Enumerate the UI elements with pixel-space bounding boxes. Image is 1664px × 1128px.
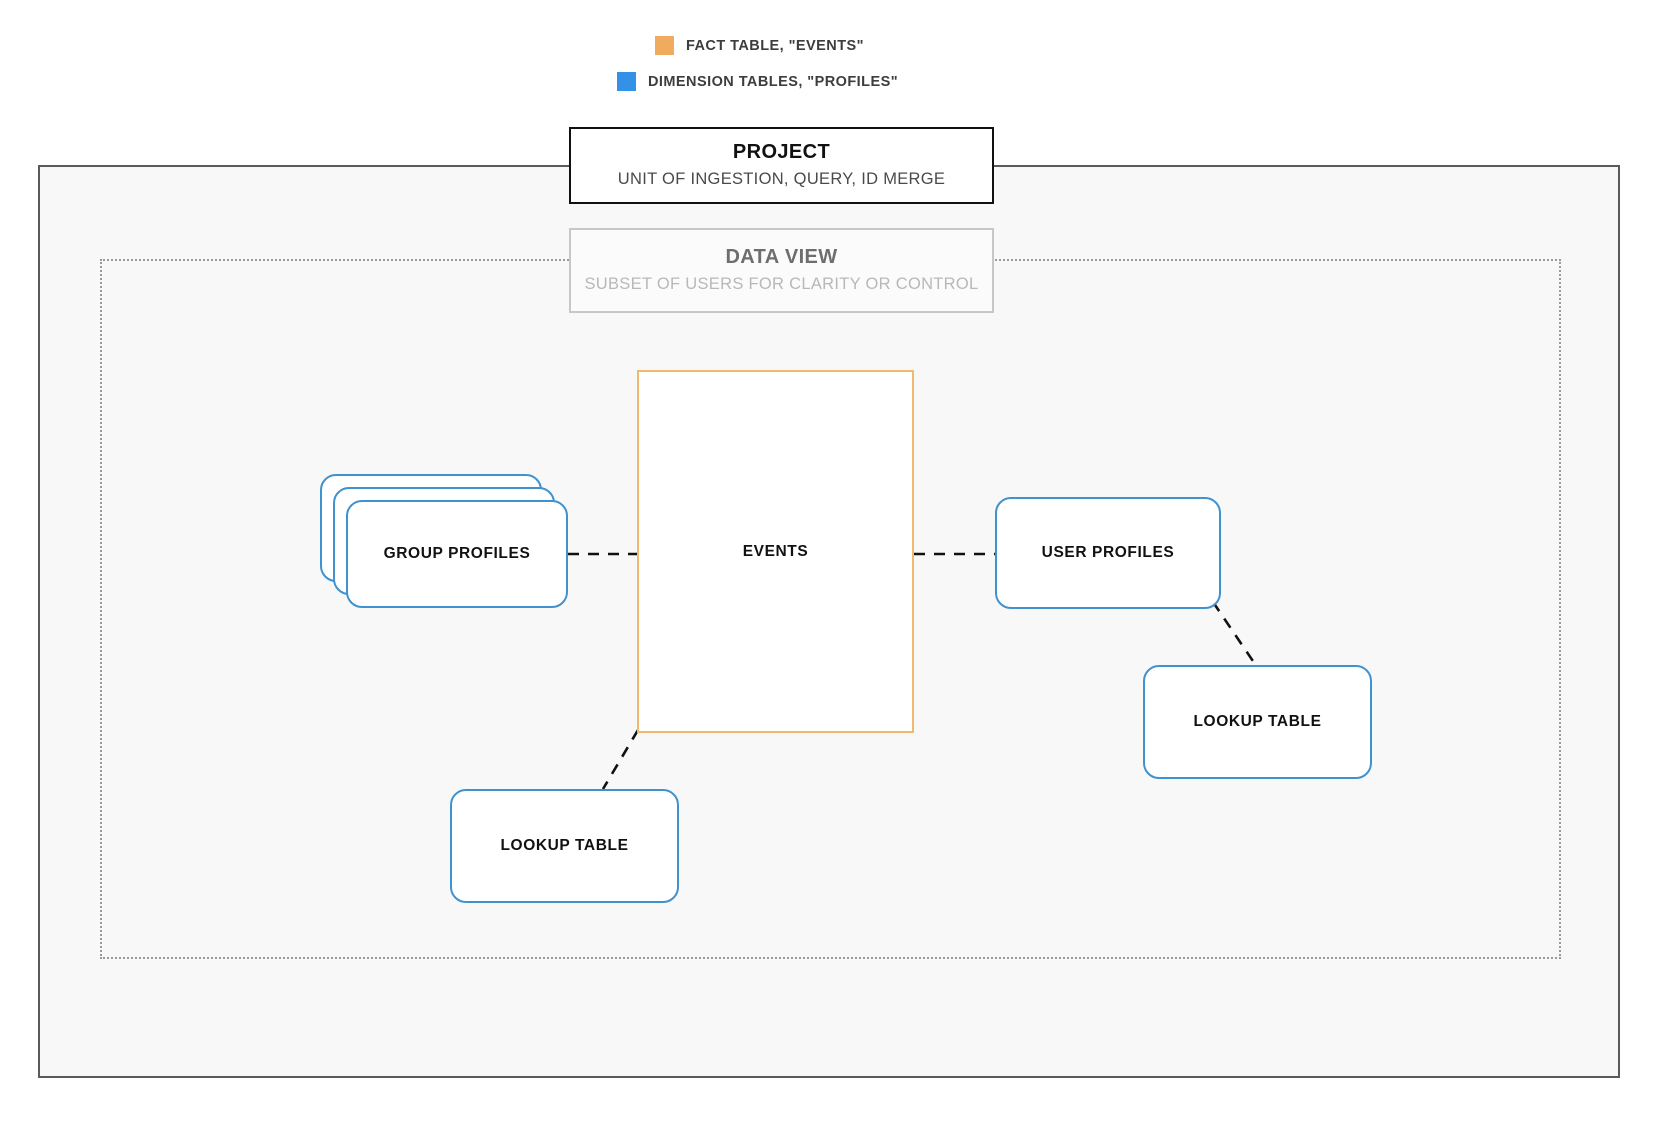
node-events[interactable]: EVENTS [637,370,914,733]
square-swatch-icon [617,72,636,91]
node-lookup-table-left-label: LOOKUP TABLE [500,837,629,854]
project-subtitle: UNIT OF INGESTION, QUERY, ID MERGE [617,170,946,189]
group-profiles-stack-layer-front: GROUP PROFILES [346,500,568,608]
legend-label-fact-table: FACT TABLE, "EVENTS" [686,37,864,54]
data-view-title: DATA VIEW [725,246,838,269]
legend-label-dimension-tables: DIMENSION TABLES, "PROFILES" [648,73,899,90]
node-events-label: EVENTS [742,542,809,560]
node-lookup-table-right[interactable]: LOOKUP TABLE [1143,665,1372,779]
node-group-profiles-label: GROUP PROFILES [383,545,531,562]
node-user-profiles[interactable]: USER PROFILES [995,497,1221,609]
node-lookup-table-left[interactable]: LOOKUP TABLE [450,789,679,903]
legend-item-dimension-tables: DIMENSION TABLES, "PROFILES" [617,72,898,91]
project-card: PROJECT UNIT OF INGESTION, QUERY, ID MER… [569,127,994,204]
node-user-profiles-label: USER PROFILES [1041,544,1175,561]
project-title: PROJECT [732,141,831,164]
square-swatch-icon [655,36,674,55]
data-view-card: DATA VIEW SUBSET OF USERS FOR CLARITY OR… [569,228,994,313]
legend-item-fact-table: FACT TABLE, "EVENTS" [655,36,864,55]
node-lookup-table-right-label: LOOKUP TABLE [1193,713,1322,730]
node-group-profiles[interactable]: GROUP PROFILES [320,474,568,608]
data-view-subtitle: SUBSET OF USERS FOR CLARITY OR CONTROL [584,275,979,294]
